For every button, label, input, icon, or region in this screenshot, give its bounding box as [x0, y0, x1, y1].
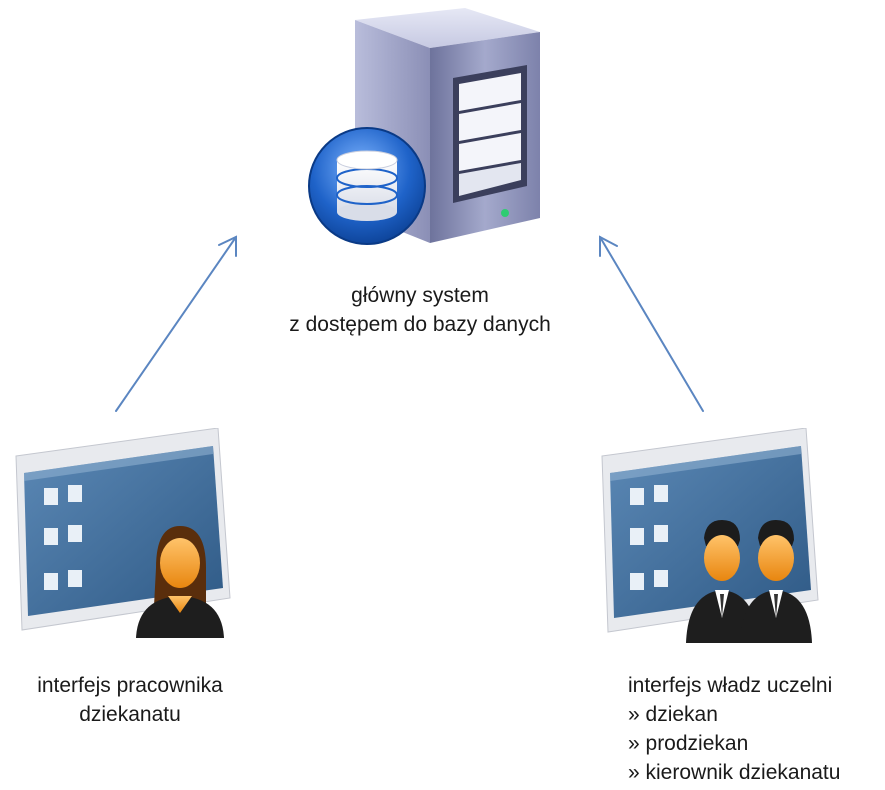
server-label-line-1: główny system	[351, 284, 489, 307]
arrow-right	[599, 236, 704, 412]
staff-label-line-2: dziekanatu	[79, 703, 181, 726]
database-server-icon	[308, 8, 540, 245]
arrow-left	[115, 236, 237, 412]
arrow-right-head	[599, 235, 618, 257]
server-label-line-2: z dostępem do bazy danych	[289, 313, 551, 336]
staff-label: interfejs pracownika dziekanatu	[10, 671, 250, 729]
server-label: główny system z dostępem do bazy danych	[260, 281, 580, 339]
authorities-label-line-3: » prodziekan	[628, 732, 749, 755]
staff-node	[8, 428, 238, 638]
server-node	[305, 8, 545, 253]
authorities-label-line-1: interfejs władz uczelni	[628, 674, 833, 697]
desktop-window-woman-user-icon	[15, 428, 231, 638]
authorities-label-line-4: » kierownik dziekanatu	[628, 761, 841, 784]
authorities-label: interfejs władz uczelni » dziekan » prod…	[628, 671, 878, 787]
authorities-label-line-2: » dziekan	[628, 703, 718, 726]
desktop-window-two-users-icon	[601, 428, 819, 643]
authorities-node	[594, 428, 834, 643]
arrow-left-head	[218, 235, 237, 257]
staff-label-line-1: interfejs pracownika	[37, 674, 223, 697]
